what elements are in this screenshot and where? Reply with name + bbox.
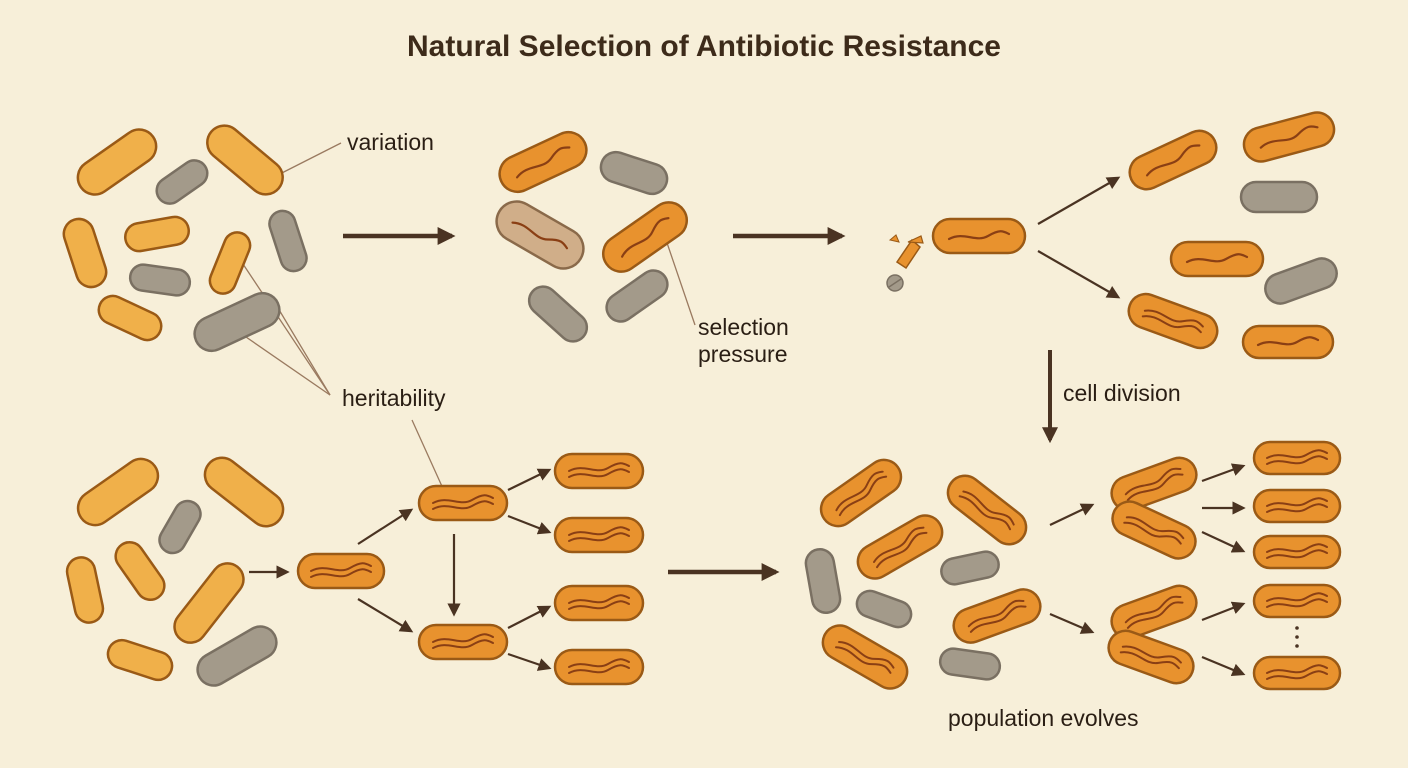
resistant-bacterium [946,474,1028,546]
dead-bacterium [196,625,278,687]
dead-bacterium [804,548,842,614]
resistant-bacterium [1252,440,1342,476]
resistant-bacterium [498,130,588,194]
label-leader-line [236,254,331,396]
resistant-bacterium [1252,534,1342,570]
flow-arrow [507,605,552,629]
flow-arrow [507,468,552,491]
resistant-bacterium [553,516,645,554]
flow-arrow [357,598,414,633]
cell-debris [886,234,924,292]
label-leader-line [245,336,331,396]
resistant-bacterium [553,648,645,686]
resistant-bacterium [1241,324,1335,360]
bacterium [208,231,252,295]
resistant-bacterium [601,201,689,273]
resistant-bacterium [1127,292,1219,350]
flow-arrow [1201,601,1246,622]
label-variation: variation [347,129,434,155]
label-selection-line1: selection [698,314,789,340]
bacterium [97,294,163,342]
resistant-bacterium [1128,129,1218,191]
resistant-bacterium [553,584,645,622]
resistant-bacterium [1242,111,1336,163]
flow-arrow [1201,655,1246,677]
bacterium [65,556,105,624]
resistant-bacterium [821,624,909,690]
dead-bacterium [938,647,1002,681]
label-leader-line [664,236,696,326]
bacterium [203,456,285,528]
ellipsis-dot [1295,635,1299,639]
dead-bacterium [605,269,669,323]
bacterium [124,215,190,253]
label-selection-line2: pressure [698,341,788,367]
label-heritability: heritability [342,385,446,411]
dead-bacterium [1264,257,1338,305]
dead-bacterium [155,159,209,205]
resistant-bacterium [417,484,509,522]
flow-arrow [357,508,414,545]
bacterium [173,562,245,644]
dead-bacterium [940,550,1000,586]
ellipsis-dot [1295,644,1299,648]
dead-bacterium [1239,180,1319,214]
dead-bacterium [855,589,913,629]
resistant-bacterium [1252,488,1342,524]
flow-arrow [1201,531,1246,553]
bacterium [76,128,158,196]
resistant-bacterium [856,514,944,580]
resistant-bacterium [296,552,386,590]
label-leader-line [271,297,331,396]
flow-arrow [1037,250,1121,299]
resistant-bacterium [1111,500,1197,560]
flow-arrow [1037,176,1121,225]
label-population-evolves: population evolves [948,705,1139,731]
resistant-bacterium [1252,583,1342,619]
dead-bacterium [128,263,192,297]
dead-bacterium [527,285,589,343]
flow-arrow [507,514,552,535]
resistant-bacterium [1169,240,1265,278]
bacterium [62,217,108,289]
resistant-bacterium [1110,456,1198,512]
ellipsis-dot [1295,626,1299,630]
resistant-bacterium [1110,584,1198,640]
bacterium [106,638,174,682]
resistant-bacterium [553,452,645,490]
resistant-bacterium [819,458,903,528]
resistant-bacterium [1107,629,1195,685]
label-selection-pressure: selection pressure [698,314,789,368]
bacterium [114,541,166,601]
flow-arrow [1201,463,1246,483]
flow-arrow [1049,503,1095,526]
dead-bacterium [158,499,202,555]
dead-bacterium [599,150,669,196]
flow-arrow [507,652,552,671]
label-cell-division: cell division [1063,380,1181,406]
flow-arrow [1049,612,1095,634]
diagram-title: Natural Selection of Antibiotic Resistan… [406,30,1001,63]
resistant-bacterium [495,200,585,270]
dead-bacterium [268,209,308,273]
label-leader-line [411,419,446,494]
bacterium [76,457,160,527]
bacterium [206,124,284,196]
resistant-bacterium [952,588,1042,644]
dead-bacterium [193,291,281,353]
resistant-bacterium [1252,655,1342,691]
resistant-bacterium [417,623,509,661]
resistant-bacterium [931,217,1027,255]
